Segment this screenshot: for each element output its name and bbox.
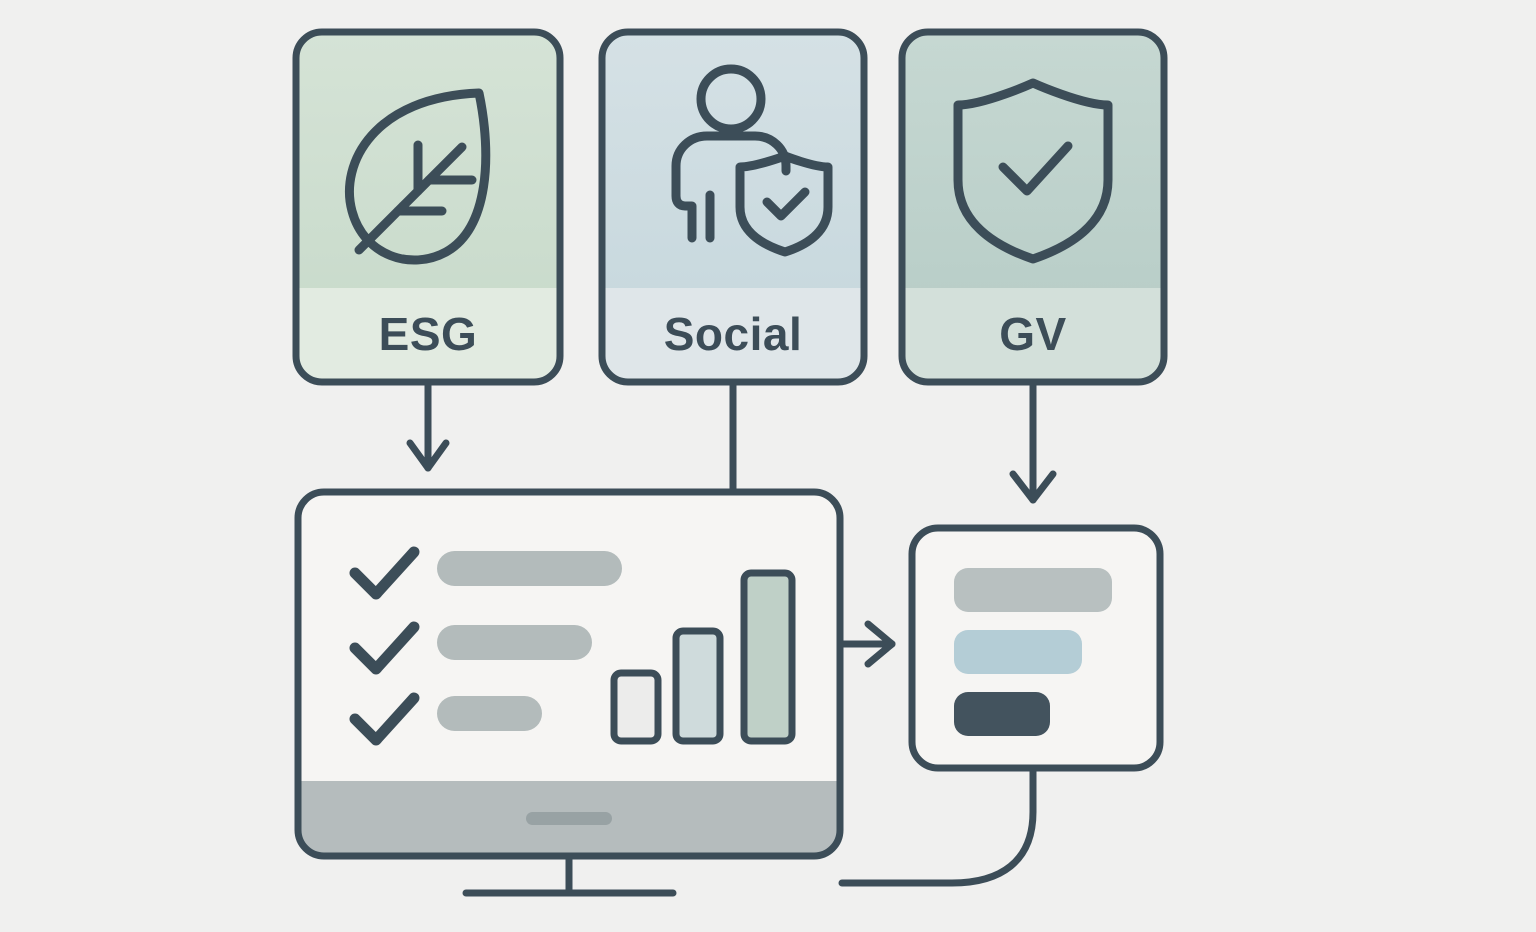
card-gv-label: GV [999,308,1066,360]
connector-gv-to-panel [1009,378,1057,504]
panel-row [954,630,1082,674]
card-gv-label-band [902,288,1164,382]
card-social-border [598,28,868,386]
person-shield-check-icon [671,64,833,257]
connector-monitor-to-panel [836,620,896,668]
checklist-placeholder-bar [437,696,542,731]
checklist-row [349,621,592,675]
dashboard-monitor[interactable] [294,488,844,897]
card-esg[interactable]: ESG [292,28,564,386]
card-social-label-band [602,288,864,382]
chart-bar-3 [740,569,796,745]
panel-cable [838,764,1037,887]
connector-esg-to-monitor [406,378,450,472]
bar-chart [610,569,796,745]
checklist-placeholder-bar [437,625,592,660]
chart-bar-1 [610,669,662,745]
report-output-panel[interactable] [908,524,1164,772]
checklist-row [349,692,542,746]
checklist-placeholder-bar [437,551,622,586]
panel-border [908,524,1164,772]
panel-row [954,692,1050,736]
monitor-base-pill [526,812,612,825]
checklist-row [349,546,622,600]
leaf-icon [344,88,491,265]
monitor-screen-background [298,492,840,856]
monitor-stand [462,852,677,897]
connector-group [406,378,1057,887]
card-social[interactable]: Social [598,28,868,386]
card-gv-border [898,28,1168,386]
card-gv[interactable]: GV [898,28,1168,386]
shield-check-icon [953,78,1113,264]
card-esg-label: ESG [379,308,478,360]
card-esg-border [292,28,564,386]
panel-row [954,568,1112,612]
chart-bar-2 [672,627,724,745]
card-esg-label-band [296,288,560,382]
card-social-label: Social [664,308,803,360]
